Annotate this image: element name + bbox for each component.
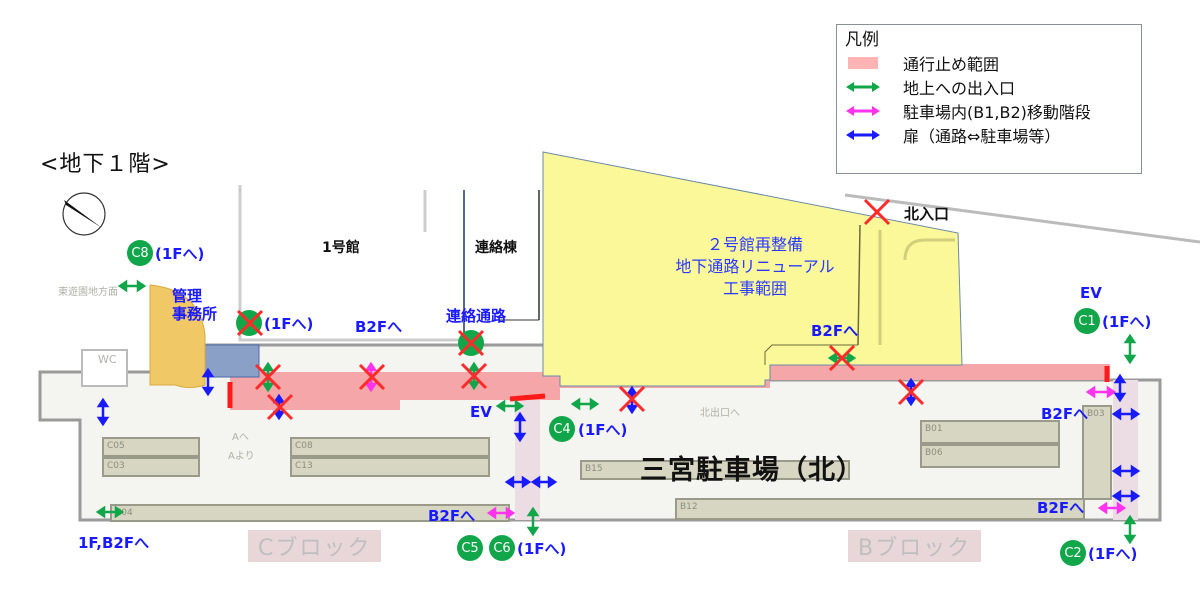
block-b-label: Bブロック	[848, 530, 982, 562]
parking-name: 三宮駐車場（北）	[640, 455, 864, 486]
exit-badge: C2	[1060, 540, 1086, 566]
a-from-label: Aより	[228, 451, 255, 462]
exit-badge: C5	[457, 535, 483, 561]
exit-badge: C6	[489, 535, 515, 561]
legend-item-stairs: 駐車場内(B1,B2)移動階段	[845, 99, 1133, 123]
stall-row: B01	[920, 420, 1060, 444]
stall-row: C03	[102, 457, 200, 477]
exit-badge: C8	[127, 240, 153, 266]
legend-item-ground-exit: 地上への出入口	[845, 75, 1133, 99]
higashi-label: 東遊園地方面	[58, 287, 118, 298]
closed-area-swatch-icon	[845, 56, 881, 70]
b2f-label: B2Fへ	[428, 507, 476, 525]
stall-row: B15	[580, 460, 850, 480]
legend-heading: 凡例	[845, 30, 879, 50]
stall-col: B03	[1082, 405, 1112, 500]
b2f-label: B2Fへ	[1037, 499, 1085, 517]
ev-label: EV	[1080, 284, 1102, 302]
block-c-label: Cブロック	[248, 530, 382, 562]
wc-label: WC	[98, 353, 117, 366]
magenta-double-arrow-icon	[845, 104, 881, 118]
legend-item-closed: 通行止め範囲	[845, 51, 1133, 75]
exit-c4[interactable]: C4 (1Fへ)	[549, 416, 627, 442]
connector-building-label: 連絡棟	[475, 240, 517, 256]
stall-row: C05	[102, 437, 200, 457]
exit-c1[interactable]: C1 (1Fへ)	[1074, 308, 1151, 334]
b2f-label: B2Fへ	[811, 322, 859, 340]
blue-double-arrow-icon	[845, 128, 881, 142]
to-1f-b2f-label: 1F,B2Fへ	[78, 534, 150, 552]
building-1-label: 1号館	[322, 240, 360, 256]
b2f-label: B2Fへ	[355, 318, 403, 336]
north-entrance-label: 北入口	[904, 205, 950, 223]
connecting-passage-label: 連絡通路	[446, 307, 507, 325]
exit-badge: C1	[1074, 308, 1100, 334]
b2f-label: B2Fへ	[1041, 405, 1089, 423]
north-exit-label: 北出口へ	[700, 408, 740, 419]
construction-area-label: ２号館再整備 地下通路リニューアル 工事範囲	[675, 235, 835, 298]
a-to-label: Aへ	[232, 432, 249, 443]
floor-title: <地下１階>	[40, 152, 171, 177]
green-double-arrow-icon	[845, 80, 881, 94]
stall-row: B06	[920, 444, 1060, 468]
legend-box: 凡例 通行止め範囲 地上への出入口 駐車場内(B1,B2)移動階段 扉（通路⇔駐…	[836, 24, 1142, 174]
stall-row: B12	[675, 498, 1085, 520]
office-label: 管理事務所	[172, 287, 218, 323]
stall-row: C08	[290, 437, 490, 457]
exit-c8[interactable]: C8 (1Fへ)	[127, 240, 204, 266]
exit-c2[interactable]: C2 (1Fへ)	[1060, 540, 1137, 566]
stall-row: C13	[290, 457, 490, 477]
ev-label: EV	[470, 403, 492, 421]
legend-item-door: 扉（通路⇔駐車場等）	[845, 123, 1133, 147]
exit-c5-c6[interactable]: C5 C6 (1Fへ)	[457, 535, 566, 561]
exit-badge: C4	[549, 416, 575, 442]
